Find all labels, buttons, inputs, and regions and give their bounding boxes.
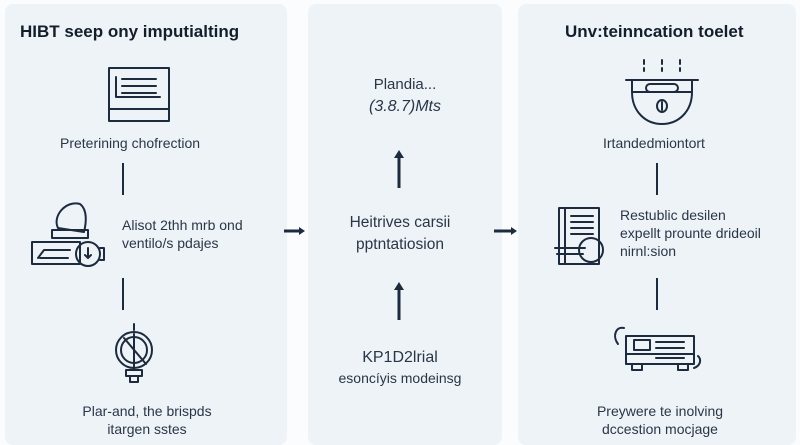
left-panel — [5, 4, 287, 445]
arrow-up-icon — [394, 282, 404, 320]
middle-top: Plandia... (3.8.7)Mts — [330, 74, 480, 118]
left-step-3-line-2: itargen sstes — [107, 421, 187, 437]
left-step-2-line-2: ventilo/s pdajes — [122, 235, 219, 251]
right-step-3: Preywere te inolving dccestion mocjage — [580, 402, 740, 438]
middle-bottom-line-2: esoncíyis modeinsg — [338, 370, 462, 386]
right-step-2-line-2: expellt prounte drideoil — [620, 225, 761, 241]
arrow-right-icon — [284, 227, 305, 235]
left-step-2-line-1: Alisot 2thh mrb ond — [122, 217, 243, 233]
right-title: Unv:teinncation toelet — [565, 22, 744, 41]
middle-center: Heitrives carsii pptntatiosion — [320, 212, 480, 256]
right-step-1: Irtandedmiontort — [603, 135, 705, 151]
right-step-2: Restublic desilen expellt prounte drideoi… — [620, 206, 761, 260]
left-title: HIBT seep ony imputialting — [20, 22, 240, 41]
smoke-detector-icon — [625, 59, 699, 125]
connector — [656, 278, 658, 310]
left-step-2: Alisot 2thh mrb ond ventilo/s pdajes — [122, 216, 243, 252]
lightbulb-icon — [115, 323, 153, 383]
right-step-3-line-2: dccestion mocjage — [602, 421, 718, 437]
connector — [122, 163, 124, 195]
left-step-3: Plar-and, the brispds itargen sstes — [72, 402, 222, 438]
right-step-2-line-1: Restublic desilen — [620, 207, 726, 223]
connector — [122, 278, 124, 310]
arrow-up-icon — [394, 150, 404, 188]
arrow-right-icon — [494, 227, 517, 235]
middle-top-line-1: Plandia... — [373, 76, 437, 93]
middle-center-line-1: Heitrives carsii — [349, 214, 451, 231]
right-step-2-line-3: nirnl:sion — [620, 243, 677, 259]
left-step-1: Preterining chofrection — [60, 135, 201, 151]
middle-panel — [308, 4, 502, 445]
equipment-icon — [614, 326, 702, 371]
document-hand-icon — [554, 207, 604, 265]
left-step-3-line-1: Plar-and, the brispds — [82, 403, 212, 419]
right-step-3-line-1: Preywere te inolving — [596, 403, 724, 419]
connector — [656, 163, 658, 195]
middle-bottom-line-1: KP1D2lrial — [362, 349, 438, 366]
document-icon — [108, 67, 170, 122]
middle-bottom: KP1D2lrial esoncíyis modeinsg — [320, 348, 480, 388]
middle-center-line-2: pptntatiosion — [356, 236, 444, 253]
middle-top-line-2: (3.8.7)Mts — [368, 98, 441, 115]
sensor-device-icon — [31, 202, 105, 267]
